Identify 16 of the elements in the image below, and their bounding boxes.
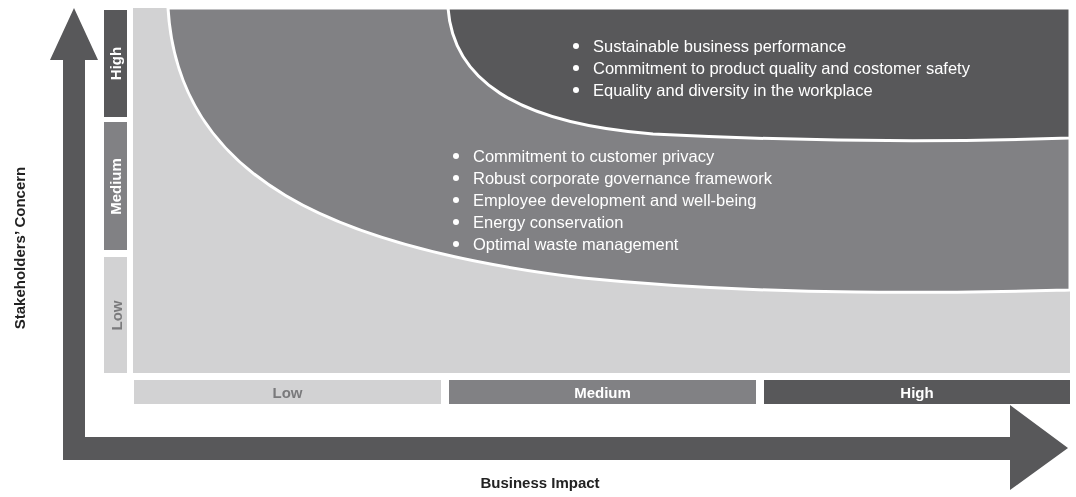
bullet-item: Commitment to product quality and costomer safety (593, 58, 970, 79)
bullet-item: Commitment to customer privacy (473, 146, 715, 167)
level-tag: Medium (449, 380, 756, 404)
bullet-item: Robust corporate governance framework (473, 168, 772, 189)
axis-title: Business Impact (480, 474, 600, 491)
bullet-item: Energy conservation (473, 212, 624, 233)
level-tag: Low (134, 380, 441, 404)
axis-title: Stakeholders’ Concern (10, 166, 28, 330)
level-tag: High (104, 10, 127, 117)
bullet-item: Sustainable business performance (593, 36, 847, 57)
level-tag: Low (104, 257, 127, 373)
level-tag: Medium (104, 122, 127, 250)
bullet-item: Equality and diversity in the workplace (593, 80, 873, 101)
bullet-item: Optimal waste management (473, 234, 679, 255)
bullet-item: Employee development and well-being (473, 190, 757, 211)
level-tag: High (764, 380, 1070, 404)
